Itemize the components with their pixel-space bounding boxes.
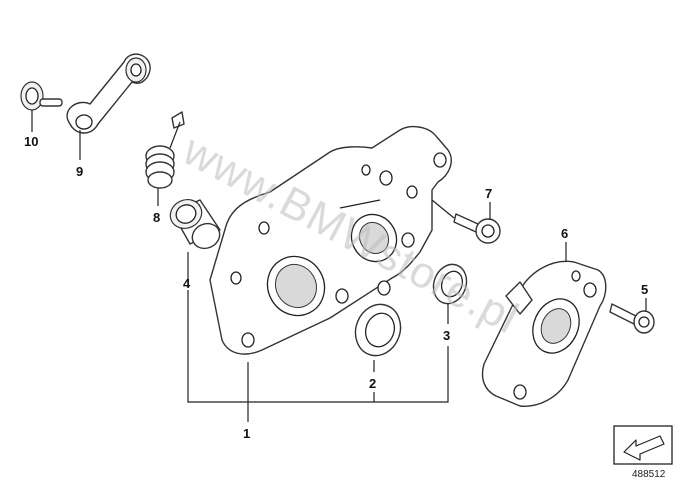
part-6-cover xyxy=(481,260,607,407)
part-4-bushing xyxy=(169,199,221,250)
callout-4: 4 xyxy=(183,276,191,291)
part-5-bolt xyxy=(609,303,655,334)
part-2-seal xyxy=(354,303,402,357)
callout-2: 2 xyxy=(369,376,376,391)
part-3-seal xyxy=(432,263,468,305)
callout-7: 7 xyxy=(485,186,492,201)
callout-5: 5 xyxy=(641,282,648,297)
part-8-spring xyxy=(145,111,185,189)
callout-1: 1 xyxy=(243,426,250,441)
arrow-badge-icon xyxy=(613,425,673,465)
part-10-pin xyxy=(20,81,63,111)
part-1-housing-plate xyxy=(209,125,452,355)
callout-10: 10 xyxy=(24,134,38,149)
part-9-lever xyxy=(66,53,151,134)
part-7-bolt xyxy=(431,199,501,244)
leader-lines xyxy=(31,110,647,422)
callout-3: 3 xyxy=(443,328,450,343)
callout-9: 9 xyxy=(76,164,83,179)
callout-8: 8 xyxy=(153,210,160,225)
callout-6: 6 xyxy=(561,226,568,241)
diagram-number: 488512 xyxy=(632,469,666,480)
